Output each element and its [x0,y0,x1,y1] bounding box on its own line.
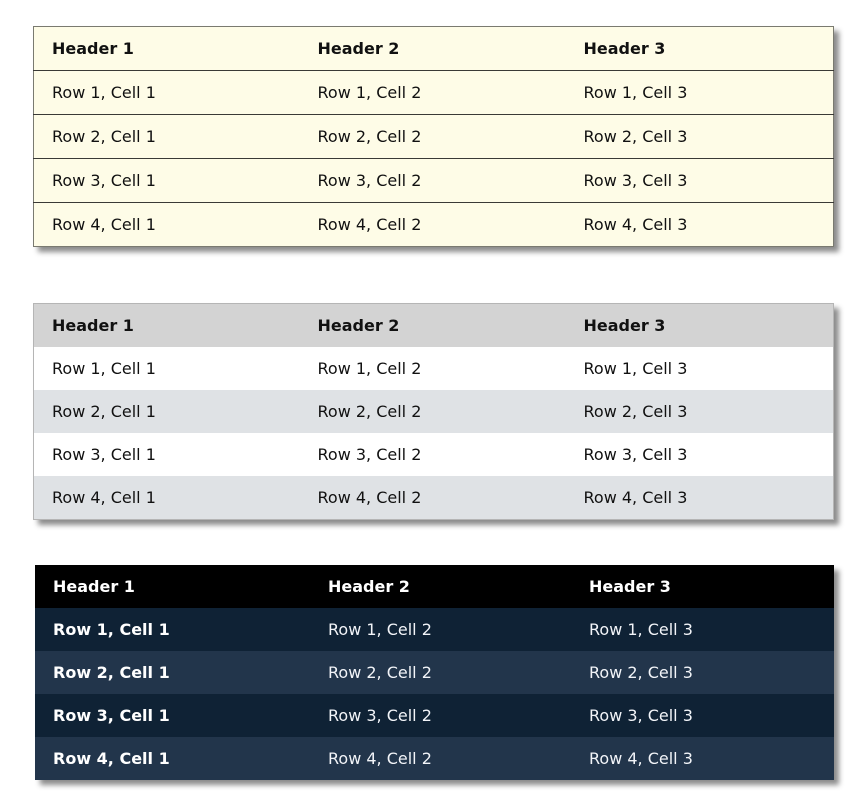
table-cell: Row 3, Cell 1 [33,158,300,203]
table-cell: Row 2, Cell 1 [52,402,156,421]
table-header-row: Header 1 Header 2 Header 3 [33,26,834,71]
table-cell: Row 1, Cell 3 [583,359,688,378]
table-row: Row 2, Cell 1 Row 2, Cell 2 Row 2, Cell … [35,651,834,694]
bordered-cream-table: Header 1 Header 2 Header 3 Row 1, Cell 1… [33,26,834,247]
column-header: Header 1 [53,577,135,596]
table-cell: Row 1, Cell 2 [299,70,566,115]
row-label-cell: Row 1, Cell 1 [53,620,170,639]
table-row: Row 1, Cell 1 Row 1, Cell 2 Row 1, Cell … [33,70,834,115]
table-cell: Row 1, Cell 2 [328,620,432,639]
table-cell: Row 4, Cell 2 [328,749,432,768]
table-cell: Row 2, Cell 1 [33,114,300,159]
table-row: Row 4, Cell 1 Row 4, Cell 2 Row 4, Cell … [33,476,834,520]
table-row: Row 2, Cell 1 Row 2, Cell 2 Row 2, Cell … [33,114,834,159]
table-cell: Row 2, Cell 2 [317,402,422,421]
column-header: Header 3 [583,316,666,335]
table-cell: Row 4, Cell 1 [52,215,156,234]
table-row: Row 1, Cell 1 Row 1, Cell 2 Row 1, Cell … [35,608,834,651]
row-label-cell: Row 2, Cell 1 [53,663,170,682]
table-cell: Row 2, Cell 2 [328,663,432,682]
table-cell: Row 1, Cell 3 [589,620,693,639]
table-cell: Row 4, Cell 3 [583,488,688,507]
table-cell: Row 3, Cell 3 [565,158,834,203]
table-row: Row 4, Cell 1 Row 4, Cell 2 Row 4, Cell … [35,737,834,780]
table-cell: Row 1, Cell 1 [52,359,156,378]
column-header: Header 3 [589,577,671,596]
dark-navy-table: Header 1 Header 2 Header 3 Row 1, Cell 1… [35,565,834,780]
table-cell: Row 4, Cell 2 [317,488,422,507]
table-cell: Row 3, Cell 2 [299,158,566,203]
column-header: Header 2 [317,316,400,335]
row-label-cell: Row 4, Cell 1 [53,749,170,768]
table-cell: Row 3, Cell 2 [328,706,432,725]
table-cell: Row 3, Cell 2 [317,445,422,464]
table-row: Row 3, Cell 1 Row 3, Cell 2 Row 3, Cell … [35,694,834,737]
table-cell: Row 4, Cell 3 [589,749,693,768]
table-cell: Row 1, Cell 1 [33,70,300,115]
table-row: Row 4, Cell 1 Row 4, Cell 2 Row 4, Cell … [34,203,834,247]
table-cell: Row 2, Cell 3 [589,663,693,682]
table-cell: Row 3, Cell 3 [589,706,693,725]
column-header: Header 1 [52,316,134,335]
table-row: Row 3, Cell 1 Row 3, Cell 2 Row 3, Cell … [33,158,834,203]
table-cell: Row 1, Cell 3 [565,70,834,115]
table-row: Row 1, Cell 1 Row 1, Cell 2 Row 1, Cell … [33,347,834,390]
table-cell: Row 4, Cell 2 [317,215,422,234]
table-row: Row 3, Cell 1 Row 3, Cell 2 Row 3, Cell … [33,433,834,476]
table-cell: Row 2, Cell 3 [583,402,688,421]
table-cell: Row 4, Cell 3 [583,215,688,234]
column-header: Header 1 [33,26,300,71]
table-cell: Row 3, Cell 1 [52,445,156,464]
striped-gray-table: Header 1 Header 2 Header 3 Row 1, Cell 1… [33,303,834,520]
table-cell: Row 1, Cell 2 [317,359,422,378]
table-cell: Row 4, Cell 1 [52,488,156,507]
table-header-row: Header 1 Header 2 Header 3 [33,303,834,347]
column-header: Header 2 [299,26,566,71]
column-header: Header 2 [328,577,410,596]
column-header: Header 3 [565,26,834,71]
table-cell: Row 3, Cell 3 [583,445,688,464]
row-label-cell: Row 3, Cell 1 [53,706,170,725]
table-row: Row 2, Cell 1 Row 2, Cell 2 Row 2, Cell … [33,390,834,433]
table-cell: Row 2, Cell 3 [565,114,834,159]
table-cell: Row 2, Cell 2 [299,114,566,159]
table-header-row: Header 1 Header 2 Header 3 [35,565,834,608]
